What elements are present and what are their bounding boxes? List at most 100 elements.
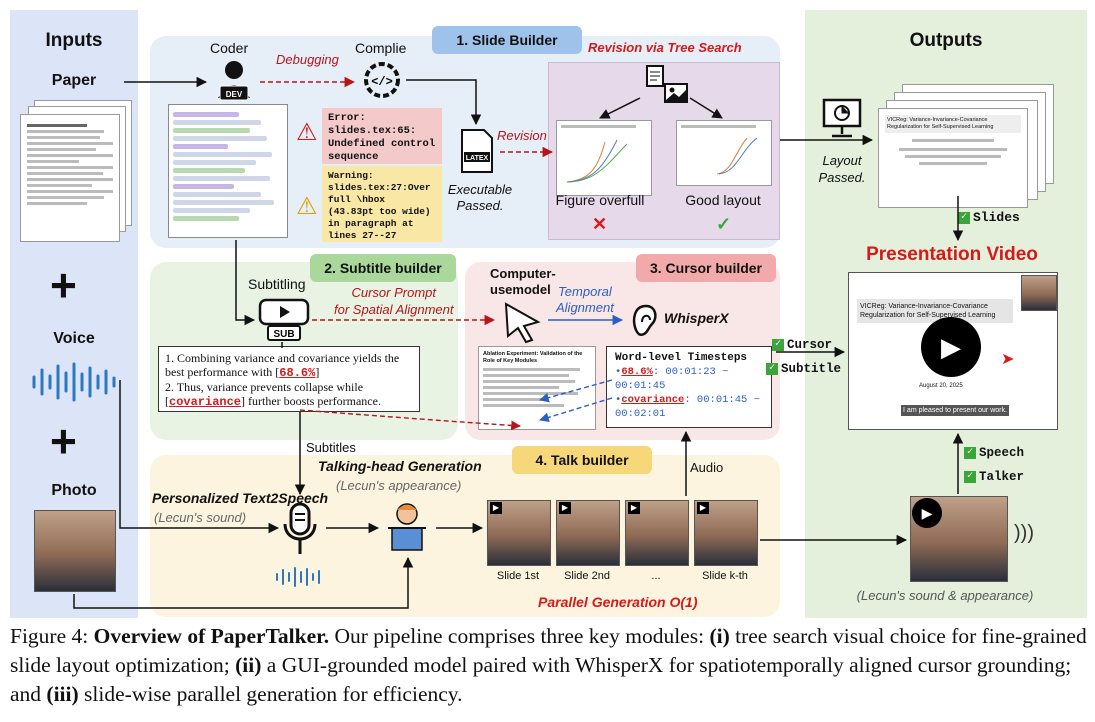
- svg-text:LATEX: LATEX: [466, 155, 489, 162]
- ear-icon: [632, 304, 657, 337]
- cursor-check-label: ✓Cursor: [772, 338, 832, 352]
- figure-caption: Figure 4: Overview of PaperTalker. Our p…: [10, 624, 1087, 706]
- timestep-word-1: 68.6%: [621, 366, 653, 378]
- slide-caption: Slide k-th: [702, 570, 748, 582]
- check-icon: ✓: [964, 470, 976, 483]
- subtitle-icon: SUB: [258, 298, 310, 341]
- revision-tree-label: Revision via Tree Search: [588, 40, 742, 55]
- play-icon[interactable]: ▶: [559, 502, 571, 514]
- subtitle-check-label: ✓Subtitle: [766, 362, 841, 376]
- temporal-alignment-label: Temporal Alignment: [556, 284, 614, 315]
- timesteps-title: Word-level Timesteps: [615, 352, 748, 364]
- speaker-podium-icon: [388, 503, 426, 551]
- developer-icon: DEV: [218, 61, 250, 101]
- presentation-video-title: Presentation Video: [866, 244, 1038, 265]
- plus-icon: +: [50, 259, 77, 311]
- error-box: Error: slides.tex:65: Undefined control …: [322, 108, 442, 164]
- video-presenter-inset: [1021, 275, 1057, 311]
- error-warning-icon: ⚠: [296, 119, 318, 146]
- complie-label: Complie: [355, 40, 407, 56]
- parallel-generation-label: Parallel Generation O(1): [538, 594, 698, 610]
- slide-caption: ...: [651, 570, 661, 582]
- warning-box: Warning: slides.tex:27:Over full \hbox (…: [322, 166, 442, 242]
- outputs-title: Outputs: [909, 30, 983, 51]
- audio-waveform-icon: [276, 567, 320, 587]
- slide-caption: Slide 2nd: [564, 570, 610, 582]
- cursor-prompt-label: Cursor Prompt for Spatial Alignment: [334, 285, 454, 317]
- svg-text:SUB: SUB: [273, 329, 294, 340]
- check-icon: ✓: [766, 362, 778, 375]
- photo-portrait: [34, 510, 116, 592]
- figure-overfull-label: Figure overfull: [555, 192, 645, 208]
- lecun-appearance-label: (Lecun's appearance): [336, 478, 462, 493]
- presentation-board-icon: [822, 98, 862, 138]
- sound-waves-icon: ))): [1014, 522, 1034, 544]
- photo-label: Photo: [51, 482, 97, 499]
- gui-screenshot-title: Ablation Experiment: Validation of the R…: [483, 351, 583, 364]
- warning-icon: ⚠: [296, 193, 318, 220]
- paper-label: Paper: [51, 72, 97, 89]
- computer-use-label: Computer- usemodel: [490, 266, 556, 297]
- audio-label: Audio: [690, 460, 724, 475]
- good-layout-label: Good layout: [685, 192, 761, 208]
- check-icon: ✓: [772, 338, 784, 351]
- play-icon[interactable]: ▶: [490, 502, 502, 514]
- whisperx-label: WhisperX: [664, 310, 729, 326]
- tts-label: Personalized Text2Speech: [152, 490, 329, 506]
- slide-builder-label: 1. Slide Builder: [432, 26, 582, 54]
- plus-icon: +: [50, 415, 77, 467]
- gui-screenshot: Ablation Experiment: Validation of the R…: [478, 346, 596, 430]
- timestep-time-1: : 00:01:23 ~ 00:01:45: [615, 366, 729, 392]
- play-icon[interactable]: ▶: [912, 498, 942, 528]
- subtitle-line1b: ]: [315, 365, 320, 379]
- video-slide-date: August 20, 2025: [919, 383, 963, 389]
- subtitle-line2a: 2. Thus, variance prevents collapse whil…: [165, 380, 364, 408]
- voice-waveform-icon: [32, 362, 116, 402]
- slide-caption: Slide 1st: [496, 570, 540, 582]
- talk-builder-label: 4. Talk builder: [512, 446, 652, 474]
- video-subtitle-caption: I am pleased to present our work.: [901, 405, 1009, 416]
- slide-image-icon: [646, 65, 688, 103]
- subtitle-value-covariance: covariance: [169, 395, 242, 409]
- play-icon[interactable]: ▶: [921, 317, 981, 377]
- cursor-arrow-icon: [504, 302, 541, 344]
- video-player[interactable]: VICReg: Variance-Invariance-Covariance R…: [848, 272, 1058, 430]
- inputs-title: Inputs: [45, 30, 103, 51]
- cursor-builder-label: 3. Cursor builder: [636, 254, 776, 282]
- svg-text:DEV: DEV: [226, 90, 243, 99]
- microphone-icon: [283, 502, 317, 554]
- subtitle-line1a: 1. Combining variance and covariance yie…: [165, 351, 400, 379]
- play-icon[interactable]: ▶: [697, 502, 709, 514]
- subtitling-label: Subtitling: [248, 276, 306, 292]
- play-icon[interactable]: ▶: [628, 502, 640, 514]
- talking-head-label: Talking-head Generation: [318, 458, 482, 474]
- svg-text:</>: </>: [371, 75, 393, 89]
- good-layout-slide-thumb: [676, 120, 772, 186]
- layout-passed-label: Layout Passed.: [818, 153, 866, 185]
- word-timesteps-box: Word-level Timesteps •68.6%: 00:01:23 ~ …: [606, 346, 772, 428]
- subtitles-text-box: 1. Combining variance and covariance yie…: [158, 346, 420, 412]
- subtitle-builder-label: 2. Subtitle builder: [310, 254, 456, 282]
- timestep-word-2: covariance: [621, 394, 685, 406]
- subtitles-arrow-label: Subtitles: [306, 440, 356, 455]
- timestep-time-2: : 00:01:45 ~ 00:02:01: [615, 394, 760, 420]
- revision-label: Revision: [497, 128, 547, 143]
- check-icon: ✓: [964, 446, 976, 459]
- debugging-label: Debugging: [276, 52, 339, 67]
- overfull-slide-thumb: [556, 120, 652, 196]
- slides-output-text: Slides: [973, 210, 1020, 225]
- video-cursor-icon: ➤: [1001, 351, 1015, 368]
- video-slide-title: VICReg: Variance-Invariance-Covariance R…: [857, 299, 1013, 323]
- executable-passed-label: Executable Passed.: [447, 182, 513, 213]
- lecun-sound-label: (Lecun's sound): [154, 510, 247, 525]
- subtitle-line2b: ] further boosts performance.: [241, 394, 381, 408]
- speech-check-label: ✓Speech: [964, 446, 1024, 460]
- coder-label: Coder: [210, 40, 249, 56]
- appearance-label: (Lecun's sound & appearance): [856, 588, 1034, 603]
- check-icon: ✓: [958, 211, 970, 224]
- talker-check-label: ✓Talker: [964, 470, 1024, 484]
- subtitle-value-68: 68.6%: [279, 366, 316, 380]
- output-slide-title: VICReg: Variance-Invariance-Covariance R…: [885, 115, 1021, 133]
- code-editor: [168, 104, 288, 238]
- connector-arrows: [73, 76, 964, 609]
